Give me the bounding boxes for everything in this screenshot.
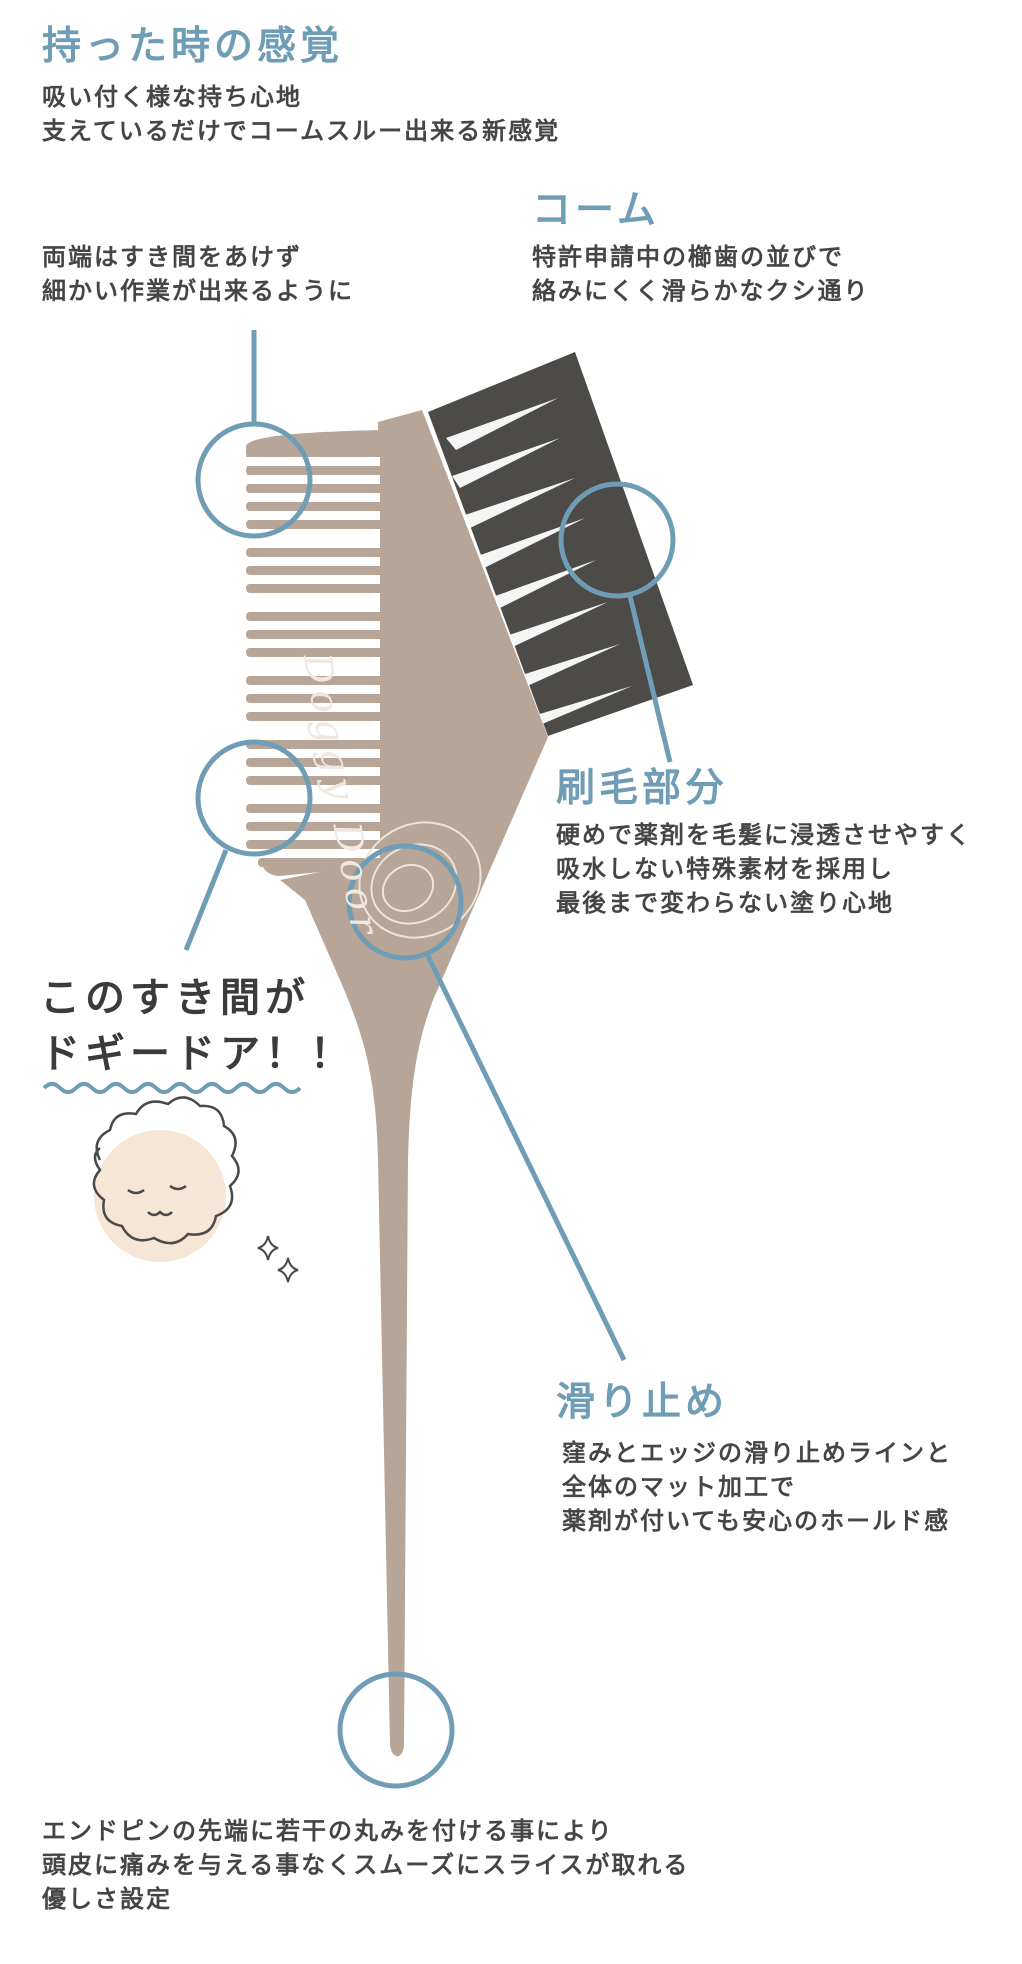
grip-line: 全体のマット加工で (562, 1473, 796, 1501)
grip-line: 窪みとエッジの滑り止めラインと (562, 1439, 952, 1467)
hold-description: 吸い付く様な持ち心地 支えているだけでコームスルー出来る新感覚 (42, 80, 560, 148)
tip-line: エンドピンの先端に若干の丸みを付ける事により (42, 1817, 614, 1845)
dog-illustration (92, 1096, 240, 1262)
wavy-underline (42, 1082, 302, 1094)
tip-description: エンドピンの先端に若干の丸みを付ける事により 頭皮に痛みを与える事なくスムーズに… (42, 1814, 689, 1916)
hold-heading: 持った時の感覚 (42, 24, 344, 69)
hold-line: 吸い付く様な持ち心地 (42, 83, 302, 111)
brush-heading: 刷毛部分 (556, 766, 729, 811)
comb-heading: コーム (532, 188, 660, 233)
brush-line: 硬めで薬剤を毛髪に浸透させやすく (556, 821, 972, 849)
ends-line: 細かい作業が出来るように (42, 277, 354, 305)
brush-line: 最後まで変わらない塗り心地 (556, 889, 894, 917)
swirl-emblem (358, 821, 482, 939)
grip-description: 窪みとエッジの滑り止めラインと 全体のマット加工で 薬剤が付いても安心のホールド… (562, 1436, 952, 1538)
hold-line: 支えているだけでコームスルー出来る新感覚 (42, 117, 561, 145)
ends-description: 両端はすき間をあけず 細かい作業が出来るように (42, 240, 354, 308)
grip-line: 薬剤が付いても安心のホールド感 (562, 1507, 951, 1535)
comb-line: 特許申請中の櫛歯の並びで (532, 243, 844, 271)
comb-teeth (246, 448, 380, 867)
gap-callout: このすき間が ドギードア！！ (40, 970, 355, 1082)
gap-line: ドギードア！！ (40, 1031, 355, 1077)
gap-line: このすき間が (40, 975, 310, 1021)
callout-circles (195, 421, 676, 1789)
ends-line: 両端はすき間をあけず (42, 243, 302, 271)
tip-line: 頭皮に痛みを与える事なくスムーズにスライスが取れる (42, 1851, 690, 1879)
brush-line: 吸水しない特殊素材を採用し (556, 855, 894, 883)
sparkle-icon (257, 1235, 299, 1283)
grip-heading: 滑り止め (556, 1380, 729, 1425)
tip-line: 優しさ設定 (42, 1885, 172, 1913)
comb-description: 特許申請中の櫛歯の並びで 絡みにくく滑らかなクシ通り (532, 240, 870, 308)
callout-lines (183, 330, 673, 1362)
comb-line: 絡みにくく滑らかなクシ通り (532, 277, 870, 305)
brush-description: 硬めで薬剤を毛髪に浸透させやすく 吸水しない特殊素材を採用し 最後まで変わらない… (556, 818, 972, 920)
